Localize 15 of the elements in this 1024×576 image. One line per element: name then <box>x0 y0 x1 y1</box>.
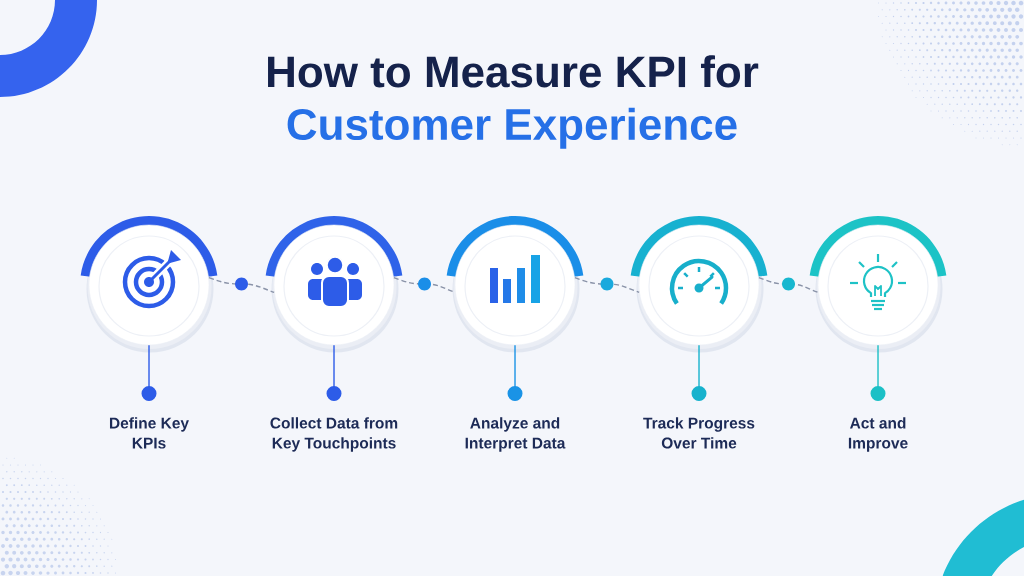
dashed-connector <box>208 276 275 294</box>
step-label: Define Key KPIs <box>110 417 189 449</box>
dashed-connector <box>393 276 456 294</box>
title: How to Measure KPI for Customer Experience <box>268 55 759 149</box>
step-label: Collect Data from Key Touchpoints <box>270 417 398 452</box>
step-label: Track Progress Over Time <box>643 417 755 449</box>
dashed-connector <box>574 276 640 294</box>
step-label: Analyze and Interpret Data <box>465 417 566 452</box>
connector-line <box>870 344 886 401</box>
connector-line <box>507 344 523 401</box>
connector-line <box>326 344 342 401</box>
connector-line <box>141 344 157 401</box>
connector-line <box>691 344 707 401</box>
step-label: Act and Improve <box>848 417 908 452</box>
dashed-connector <box>758 276 819 294</box>
